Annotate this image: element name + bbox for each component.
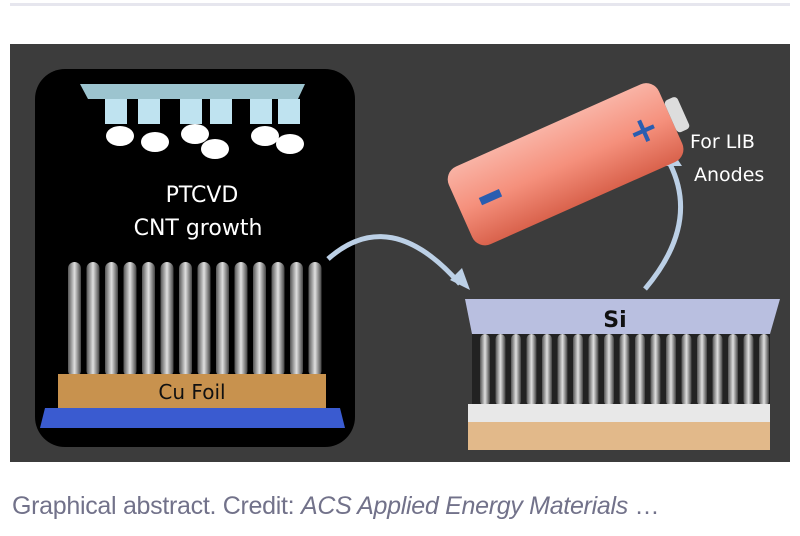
- carbon-nanotube: [290, 262, 303, 377]
- carbon-nanotube: [216, 262, 229, 377]
- carbon-nanotube: [123, 262, 137, 377]
- carbon-nanotube: [588, 334, 599, 406]
- divider: [10, 3, 790, 6]
- carbon-nanotube: [480, 334, 490, 406]
- carbon-nanotube: [105, 262, 118, 377]
- carbon-nanotube: [681, 334, 692, 406]
- carbon-nanotube: [142, 262, 155, 377]
- carbon-nanotube: [604, 334, 614, 406]
- application-label-line1: For LIB: [690, 131, 755, 153]
- battery-negative: [478, 189, 503, 206]
- carbon-nanotube: [697, 334, 707, 406]
- process-label-line1: PTCVD: [166, 183, 239, 208]
- carbon-nanotube: [68, 262, 81, 377]
- curved-arrow-up-icon: [643, 162, 684, 291]
- si-cnt-anode: Si: [465, 299, 780, 450]
- carbon-nanotube: [495, 334, 506, 406]
- carbon-nanotube: [197, 262, 211, 377]
- process-label-line2: CNT growth: [134, 216, 263, 241]
- carbon-nanotube: [160, 262, 174, 377]
- base-plate: [40, 408, 345, 428]
- carbon-nanotube: [179, 262, 192, 377]
- carbon-nanotube: [666, 334, 676, 406]
- carbon-nanotube: [743, 334, 754, 406]
- carbon-nanotube: [557, 334, 568, 406]
- carbon-nanotube: [271, 262, 285, 377]
- left-panel: PTCVD CNT growth Cu Foil: [35, 69, 355, 447]
- carbon-nanotube: [308, 262, 322, 377]
- si-label: Si: [603, 308, 626, 333]
- showerhead-icon: [80, 84, 305, 159]
- carbon-nanotube: [635, 334, 645, 406]
- carbon-nanotube: [542, 334, 552, 406]
- image-caption: Graphical abstract. Credit: ACS Applied …: [12, 492, 660, 521]
- cu-foil-label: Cu Foil: [158, 380, 225, 404]
- curved-arrow-icon: [326, 234, 462, 286]
- caption-ellipsis: …: [627, 492, 660, 520]
- carbon-nanotube: [234, 262, 248, 377]
- carbon-nanotube: [511, 334, 521, 406]
- caption-source-link[interactable]: ACS Applied Energy Materials: [300, 492, 628, 520]
- carbon-nanotube: [253, 262, 266, 377]
- graphical-abstract-image: PTCVD CNT growth Cu Foil + For LIB Anode…: [10, 44, 790, 462]
- carbon-nanotube: [712, 334, 723, 406]
- cu-foil: [58, 374, 326, 408]
- carbon-nanotube: [573, 334, 583, 406]
- application-label-line2: Anodes: [694, 164, 764, 186]
- carbon-nanotube: [650, 334, 661, 406]
- carbon-nanotube: [759, 334, 769, 406]
- battery-icon: +: [447, 83, 690, 246]
- carbon-nanotube: [86, 262, 100, 377]
- carbon-nanotube: [526, 334, 537, 406]
- caption-prefix: Graphical abstract. Credit:: [12, 492, 301, 520]
- carbon-nanotube: [619, 334, 630, 406]
- carbon-nanotube: [728, 334, 738, 406]
- cnt-array: [68, 262, 322, 377]
